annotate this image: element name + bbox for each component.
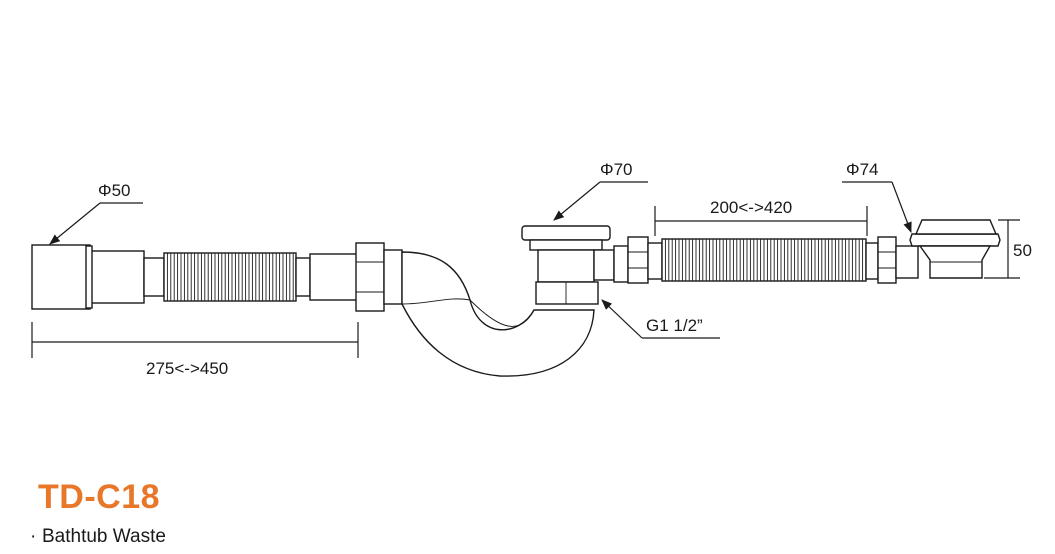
trap-body: [401, 251, 595, 377]
right-hose-ribs: [664, 239, 867, 281]
trap-nut: [355, 242, 385, 312]
trap-bend: [355, 242, 595, 377]
overflow-nut-left: [627, 236, 649, 284]
overflow-nut-right: [877, 236, 897, 284]
left-length-dimension: 275<->450: [31, 322, 359, 378]
overflow-elbow-connector: [895, 245, 919, 279]
inlet-sleeve: [89, 250, 145, 304]
model-number: TD-C18: [38, 478, 161, 516]
waste-flange: [521, 225, 611, 241]
product-description-row: ·Bathtub Waste: [30, 526, 166, 548]
inlet-diameter-label: Φ50: [98, 181, 130, 200]
overflow-cap: [909, 233, 1001, 247]
left-length-label: 275<->450: [146, 359, 228, 378]
overflow-sleeve-right: [865, 242, 879, 280]
outlet-sleeve: [309, 253, 361, 301]
inlet-collar: [85, 245, 93, 309]
overflow-sleeve-left: [647, 242, 663, 280]
left-hose-ribs: [166, 253, 294, 301]
trap-inlet-collar: [383, 249, 403, 305]
hose-end-connector: [295, 257, 311, 297]
overflow-diameter-label: Φ74: [846, 160, 878, 179]
inlet-pipe: [31, 244, 361, 310]
trap-diameter-callout: Φ70: [553, 160, 648, 221]
thread-label: G1 1/2”: [646, 316, 703, 335]
overflow-diameter-callout: Φ74: [842, 160, 912, 234]
thread-callout: G1 1/2”: [601, 299, 720, 339]
height-label: 50: [1013, 241, 1032, 260]
bullet-point: ·: [30, 526, 37, 547]
overflow-pipe: [613, 219, 1001, 284]
height-dimension: 50: [984, 219, 1032, 279]
waste-side-outlet: [593, 249, 615, 281]
right-length-label: 200<->420: [710, 198, 792, 217]
waste-body: [537, 249, 595, 283]
inlet-connector: [143, 257, 165, 297]
overflow-cover: [914, 219, 998, 235]
right-length-dimension: 200<->420: [654, 198, 868, 236]
waste-ring: [529, 239, 603, 251]
left-flex-hose: [163, 252, 297, 302]
overflow-connector-left: [613, 245, 629, 283]
waste-nut: [535, 281, 599, 305]
inlet-socket: [31, 244, 91, 310]
inlet-diameter-callout: Φ50: [49, 181, 143, 245]
waste-assembly: [521, 225, 615, 305]
product-description: Bathtub Waste: [42, 526, 166, 547]
trap-diameter-label: Φ70: [600, 160, 632, 179]
